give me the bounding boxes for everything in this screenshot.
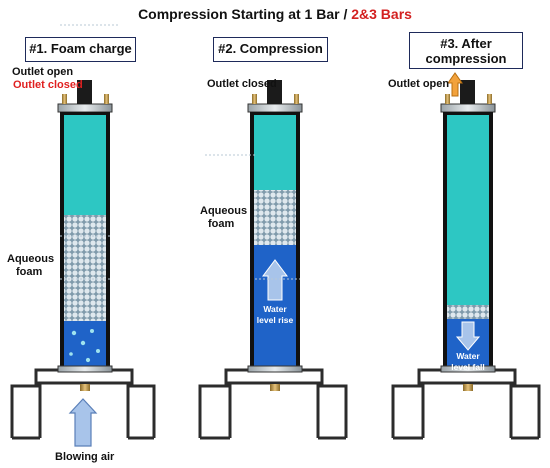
outlet-closed-label-2: Outlet closed [207, 78, 277, 90]
bottom-cap-2 [247, 365, 303, 373]
stand-1 [10, 368, 156, 440]
outlet-valve-2 [252, 94, 257, 104]
outlet-valve-1b [104, 94, 109, 104]
water-fall-arrow-icon [455, 321, 481, 351]
top-cap-1 [57, 103, 113, 113]
pressure-sensor-2 [267, 80, 282, 104]
headspace-1 [64, 115, 106, 215]
aqueous-foam-label-1a: Aqueous [7, 253, 55, 265]
diagram-title: Compression Starting at 1 Bar / 2&3 Bars [138, 6, 412, 22]
outlet-open-label-3: Outlet open [388, 78, 450, 90]
aqueous-foam-label-2a: Aqueous [200, 205, 248, 217]
column-3 [391, 72, 541, 440]
blowing-air-arrow-icon [68, 398, 98, 447]
stand-2 [198, 368, 348, 440]
foam-column-3 [447, 305, 489, 319]
column-1 [10, 80, 156, 447]
foam-column-2 [254, 190, 296, 245]
water-column-1 [64, 321, 106, 367]
outlet-valve-2b [294, 94, 299, 104]
outlet-closed-label-1: Outlet closed [13, 79, 83, 91]
inlet-valve-1 [80, 384, 90, 391]
outlet-valve-1 [62, 94, 67, 104]
bottom-cap-3 [440, 365, 496, 373]
outlet-flow-arrow-icon [447, 72, 463, 97]
outlet-open-label-1: Outlet open [12, 66, 74, 78]
column-2 [198, 80, 348, 440]
headspace-2 [254, 115, 296, 190]
stand-3 [391, 368, 541, 440]
inlet-valve-3 [463, 384, 473, 391]
bottom-cap-1 [57, 365, 113, 373]
air-bubbles [69, 329, 100, 363]
pressure-sensor-1 [77, 80, 92, 104]
aqueous-foam-label-1b: foam [16, 266, 43, 278]
top-cap-3 [440, 103, 496, 113]
outlet-valve-3 [445, 94, 450, 104]
blowing-air-label: Blowing air [55, 451, 115, 463]
stage2-heading: #2. Compression [213, 37, 328, 62]
foam-column-1 [64, 215, 106, 321]
water-rise-arrow-icon [262, 259, 288, 301]
pressure-sensor-3 [460, 80, 475, 104]
stage1-heading: #1. Foam charge [25, 37, 136, 62]
guide-lines [60, 24, 300, 280]
outlet-valve-3b [487, 94, 492, 104]
headspace-3 [447, 115, 489, 305]
aqueous-foam-label-2b: foam [208, 218, 235, 230]
top-cap-2 [247, 103, 303, 113]
inlet-valve-2 [270, 384, 280, 391]
